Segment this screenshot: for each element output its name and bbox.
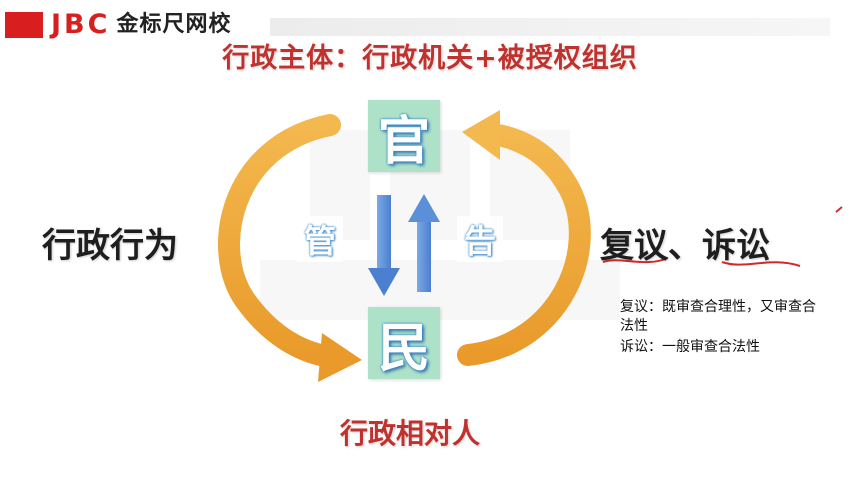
manage-label: 管 (297, 216, 343, 262)
citizen-box: 民 (368, 307, 440, 379)
administrative-counterpart-label: 行政相对人 (339, 417, 480, 450)
handwritten-mark (835, 206, 843, 213)
curved-arrow-right-icon (457, 110, 591, 366)
handwritten-underline-review (602, 257, 669, 264)
down-arrow-icon (368, 195, 400, 296)
logo-latin-text: JBC (51, 9, 111, 40)
citizen-label: 民 (377, 318, 430, 379)
logo-red-block (5, 12, 43, 38)
curved-arrow-left-icon (218, 114, 362, 382)
handwritten-underline-litigation (721, 261, 801, 267)
brand-logo: JBC 金标尺网校 (5, 10, 231, 40)
official-label: 官 (377, 111, 430, 172)
review-note: 复议：既审查合理性，又审查合法性 (620, 299, 816, 334)
logo-chinese-text: 金标尺网校 (116, 12, 232, 37)
up-arrow-icon (408, 194, 440, 292)
slide-title: 行政主体：行政机关+被授权组织 (222, 43, 638, 74)
review-litigation-label: 复议、诉讼 (600, 226, 770, 266)
header-bar (270, 18, 830, 36)
administrative-action-label: 行政行为 (42, 226, 178, 266)
litigation-note: 诉讼：一般审查合法性 (620, 339, 760, 355)
official-box: 官 (368, 100, 440, 172)
report-label: 告 (457, 216, 503, 262)
